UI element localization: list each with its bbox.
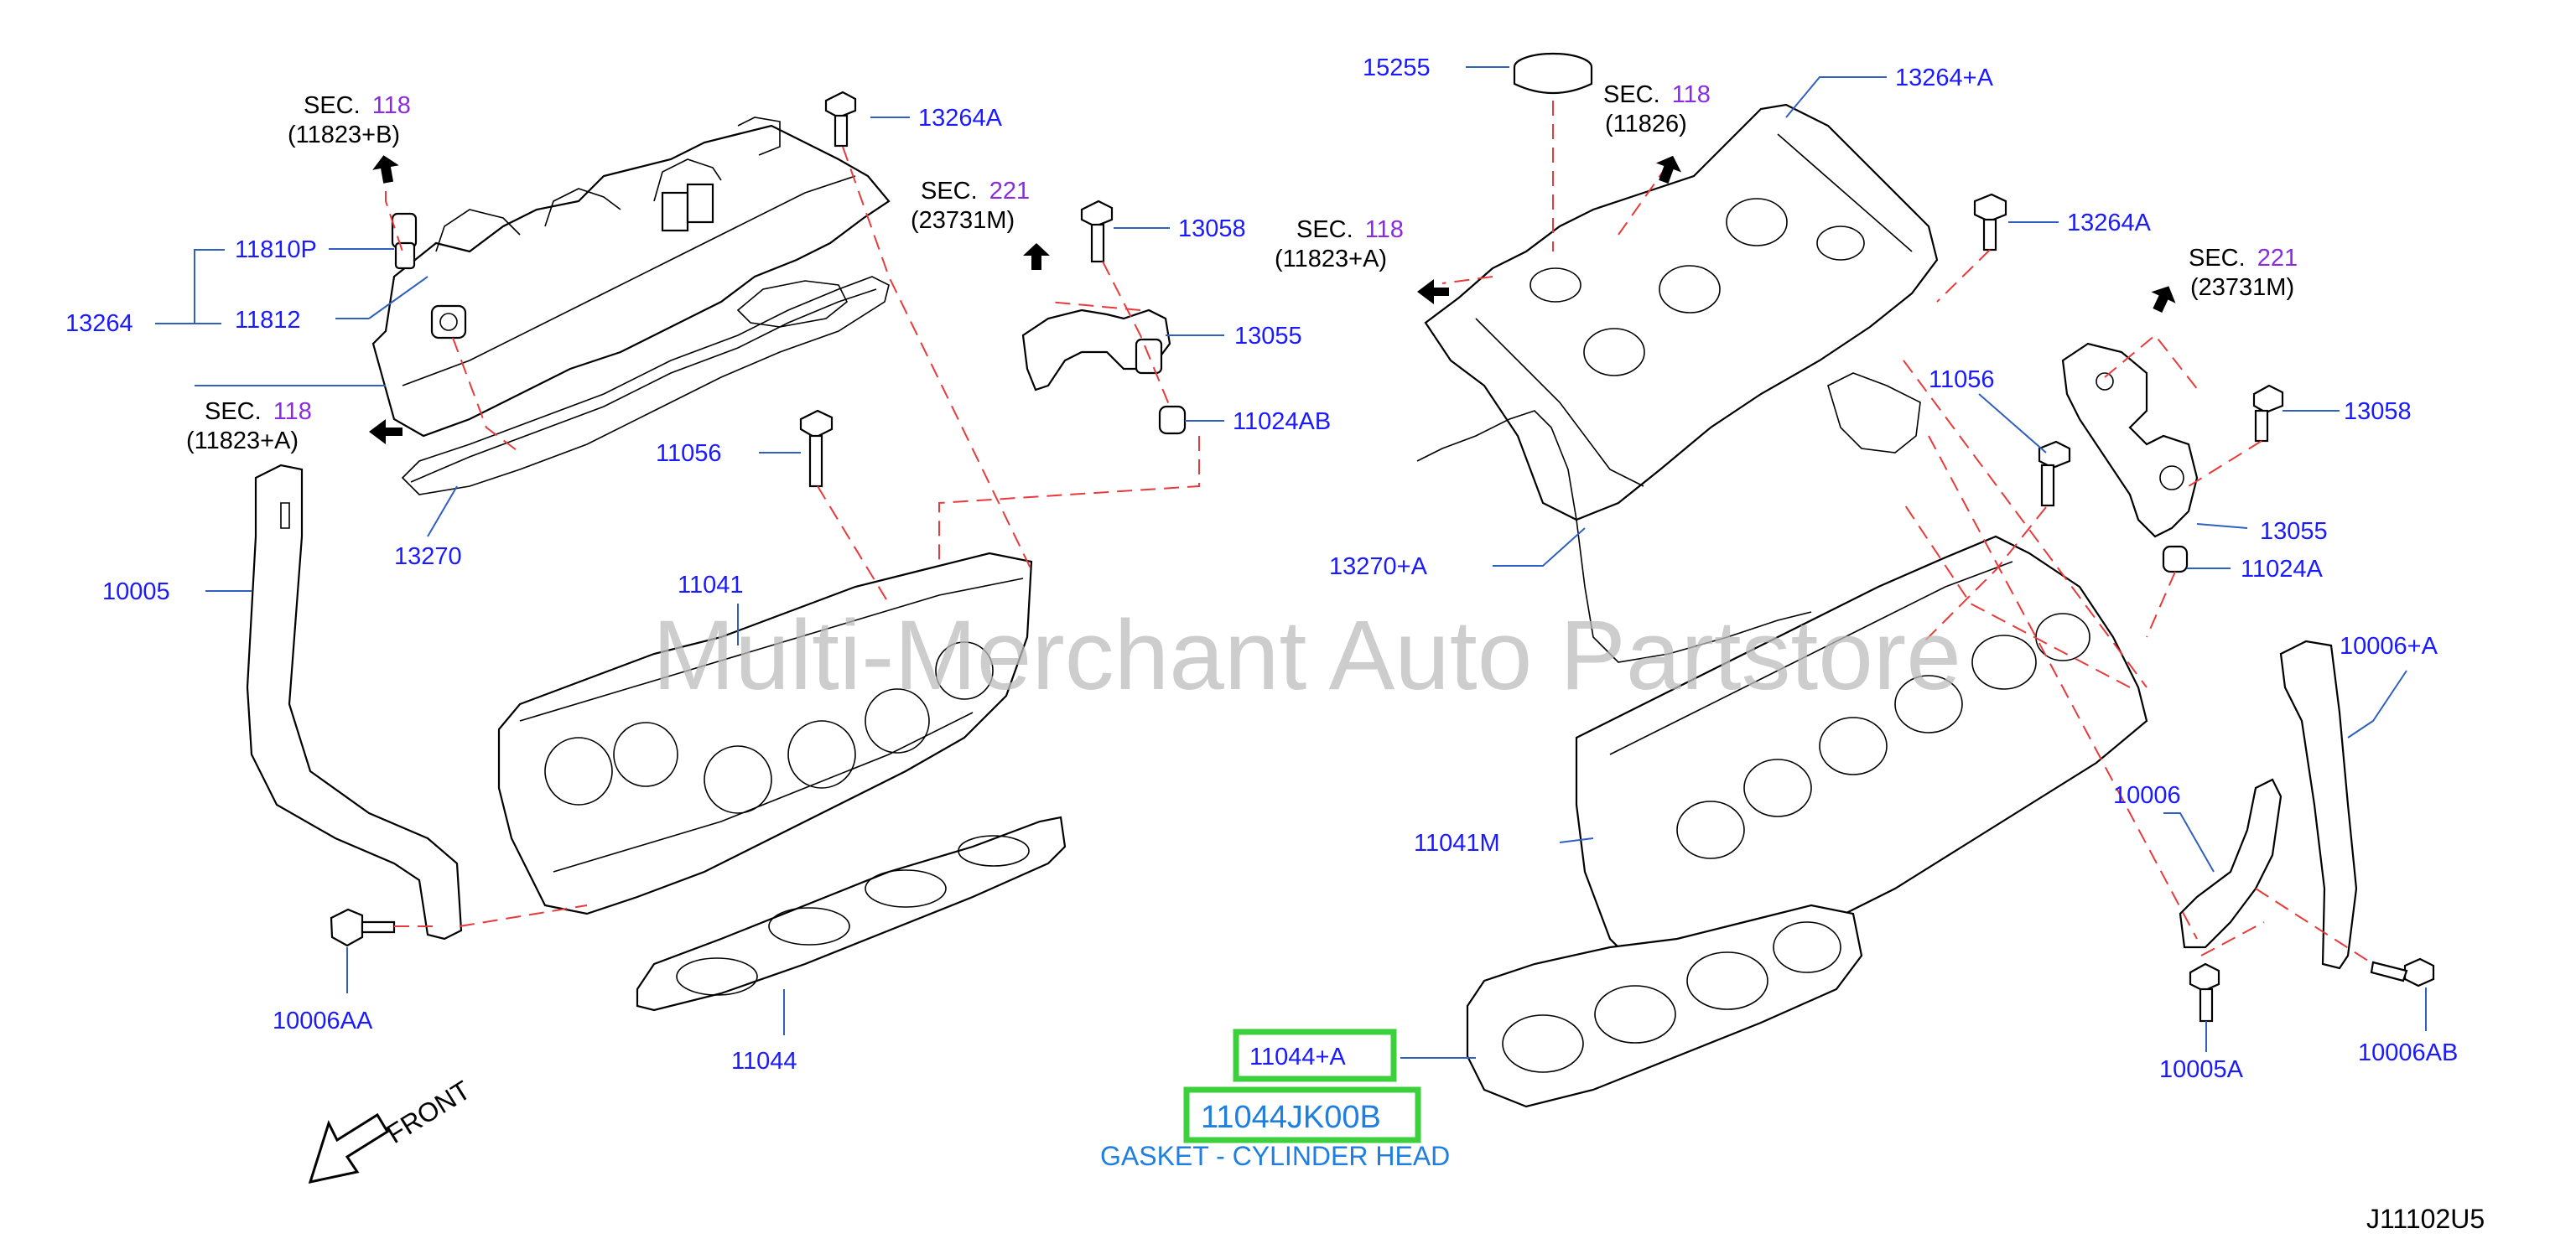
bracket-10006 (2179, 778, 2283, 949)
sec-ref-4[interactable]: SEC.118 (1603, 81, 1711, 108)
label-13270plusa[interactable]: 13270+A (1329, 553, 1428, 580)
label-11044[interactable]: 11044 (731, 1048, 797, 1075)
label-11056-right[interactable]: 11056 (1929, 366, 1995, 393)
label-13270[interactable]: 13270 (394, 543, 462, 570)
bracket-10006plusa (2279, 640, 2358, 970)
label-13264plusa[interactable]: 13264+A (1895, 65, 1994, 91)
label-13058-left[interactable]: 13058 (1178, 215, 1246, 242)
bolt-10006aa (330, 908, 396, 947)
bolt-11056-right (2038, 440, 2071, 507)
bolt-13264a-left (824, 91, 857, 148)
label-13264a-left[interactable]: 13264A (918, 105, 1003, 132)
sec-ref-6-code: (23731M) (2190, 274, 2294, 301)
valve-cover-gasket-right (1416, 372, 1921, 663)
head-gasket-left (636, 816, 1067, 1012)
label-10006[interactable]: 10006 (2113, 782, 2181, 809)
sec-ref-1[interactable]: SEC.118 (304, 92, 411, 119)
label-10005a[interactable]: 10005A (2159, 1056, 2244, 1083)
section-references: SEC.118 (11823+B) SEC.118 (11823+A) SEC.… (186, 81, 2298, 454)
highlight-box-part-number (1183, 1086, 1421, 1143)
sec-ref-2-code: (11823+A) (186, 428, 299, 454)
label-11056-left[interactable]: 11056 (656, 440, 722, 467)
oil-filler-cap-15255 (1513, 52, 1593, 95)
sec-ref-3[interactable]: SEC.221 (921, 178, 1030, 205)
label-13055-right[interactable]: 13055 (2260, 518, 2328, 545)
sec-ref-4-code: (11826) (1605, 111, 1687, 137)
valve-cover-left (371, 117, 891, 438)
leader-lines (155, 66, 2427, 1059)
front-label: FRONT (382, 1075, 476, 1149)
seal-11024ab (1158, 405, 1187, 435)
sensor-13055-left (1021, 308, 1171, 391)
label-13058-right[interactable]: 13058 (2344, 398, 2412, 425)
highlighted-part: 11044+A 11044JK00B GASKET - CYLINDER HEA… (1100, 1029, 1450, 1171)
sec-ref-1-code: (11823+B) (288, 122, 400, 148)
bolt-13058-left (1080, 200, 1114, 263)
label-10006ab[interactable]: 10006AB (2358, 1039, 2458, 1066)
highlight-box-11044plusa (1233, 1029, 1397, 1082)
bolt-13058-right (2252, 384, 2284, 443)
bolt-11056-left (799, 409, 834, 488)
sec-arrow-icons (369, 155, 2176, 444)
highlighted-part-description: GASKET - CYLINDER HEAD (1100, 1141, 1450, 1171)
assembly-dashed-lines (385, 101, 2374, 965)
sec-ref-6[interactable]: SEC.221 (2189, 245, 2298, 272)
sec-ref-5-code: (11823+A) (1275, 246, 1387, 272)
sensor-13055-right (2061, 342, 2199, 538)
arrow-up-icon (1655, 155, 1682, 184)
label-11024ab[interactable]: 11024AB (1233, 408, 1331, 435)
label-13264a-right[interactable]: 13264A (2067, 210, 2152, 236)
highlighted-part-number[interactable]: 11044JK00B (1201, 1100, 1381, 1135)
label-10006plusa[interactable]: 10006+A (2340, 633, 2438, 660)
bolt-13264a-right (1973, 193, 2007, 251)
arrow-left-icon (1417, 279, 1449, 304)
label-15255[interactable]: 15255 (1363, 54, 1431, 81)
sec-ref-3-code: (23731M) (911, 207, 1015, 234)
label-11041m[interactable]: 11041M (1414, 830, 1500, 857)
front-indicator: FRONT (308, 1075, 476, 1184)
label-13264[interactable]: 13264 (65, 310, 133, 337)
part-labels: 13264A 11810P 13264 11812 13270 10005 11… (65, 54, 2458, 1083)
seal-11024a (2162, 545, 2189, 573)
watermark: Multi-Merchant Auto Partstore (652, 600, 1961, 711)
front-arrow-icon (308, 1112, 390, 1184)
arrow-up-icon (1023, 243, 1050, 270)
arrow-left-icon (369, 419, 402, 444)
valve-cover-right (1424, 103, 1939, 521)
diagram-code: J11102U5 (2366, 1204, 2485, 1234)
label-11812[interactable]: 11812 (235, 307, 301, 334)
valve-cover-gasket-left (401, 276, 890, 495)
label-13055-left[interactable]: 13055 (1234, 323, 1302, 350)
label-11024a[interactable]: 11024A (2241, 556, 2323, 583)
cylinder-head-left (497, 552, 1033, 915)
label-11810p[interactable]: 11810P (235, 236, 317, 263)
arrow-up-icon (372, 155, 399, 184)
sec-ref-2[interactable]: SEC.118 (205, 398, 312, 425)
label-11044plusa[interactable]: 11044+A (1249, 1044, 1346, 1070)
bracket-10005 (246, 464, 463, 941)
bolt-10005a (2189, 962, 2220, 1023)
bolt-10006ab (2370, 957, 2435, 987)
label-10006aa[interactable]: 10006AA (273, 1008, 373, 1034)
label-10005[interactable]: 10005 (102, 578, 170, 605)
label-11041[interactable]: 11041 (678, 572, 744, 599)
head-gasket-right (1466, 904, 1863, 1108)
arrow-up-icon (2151, 286, 2176, 313)
sec-ref-5[interactable]: SEC.118 (1296, 216, 1404, 243)
